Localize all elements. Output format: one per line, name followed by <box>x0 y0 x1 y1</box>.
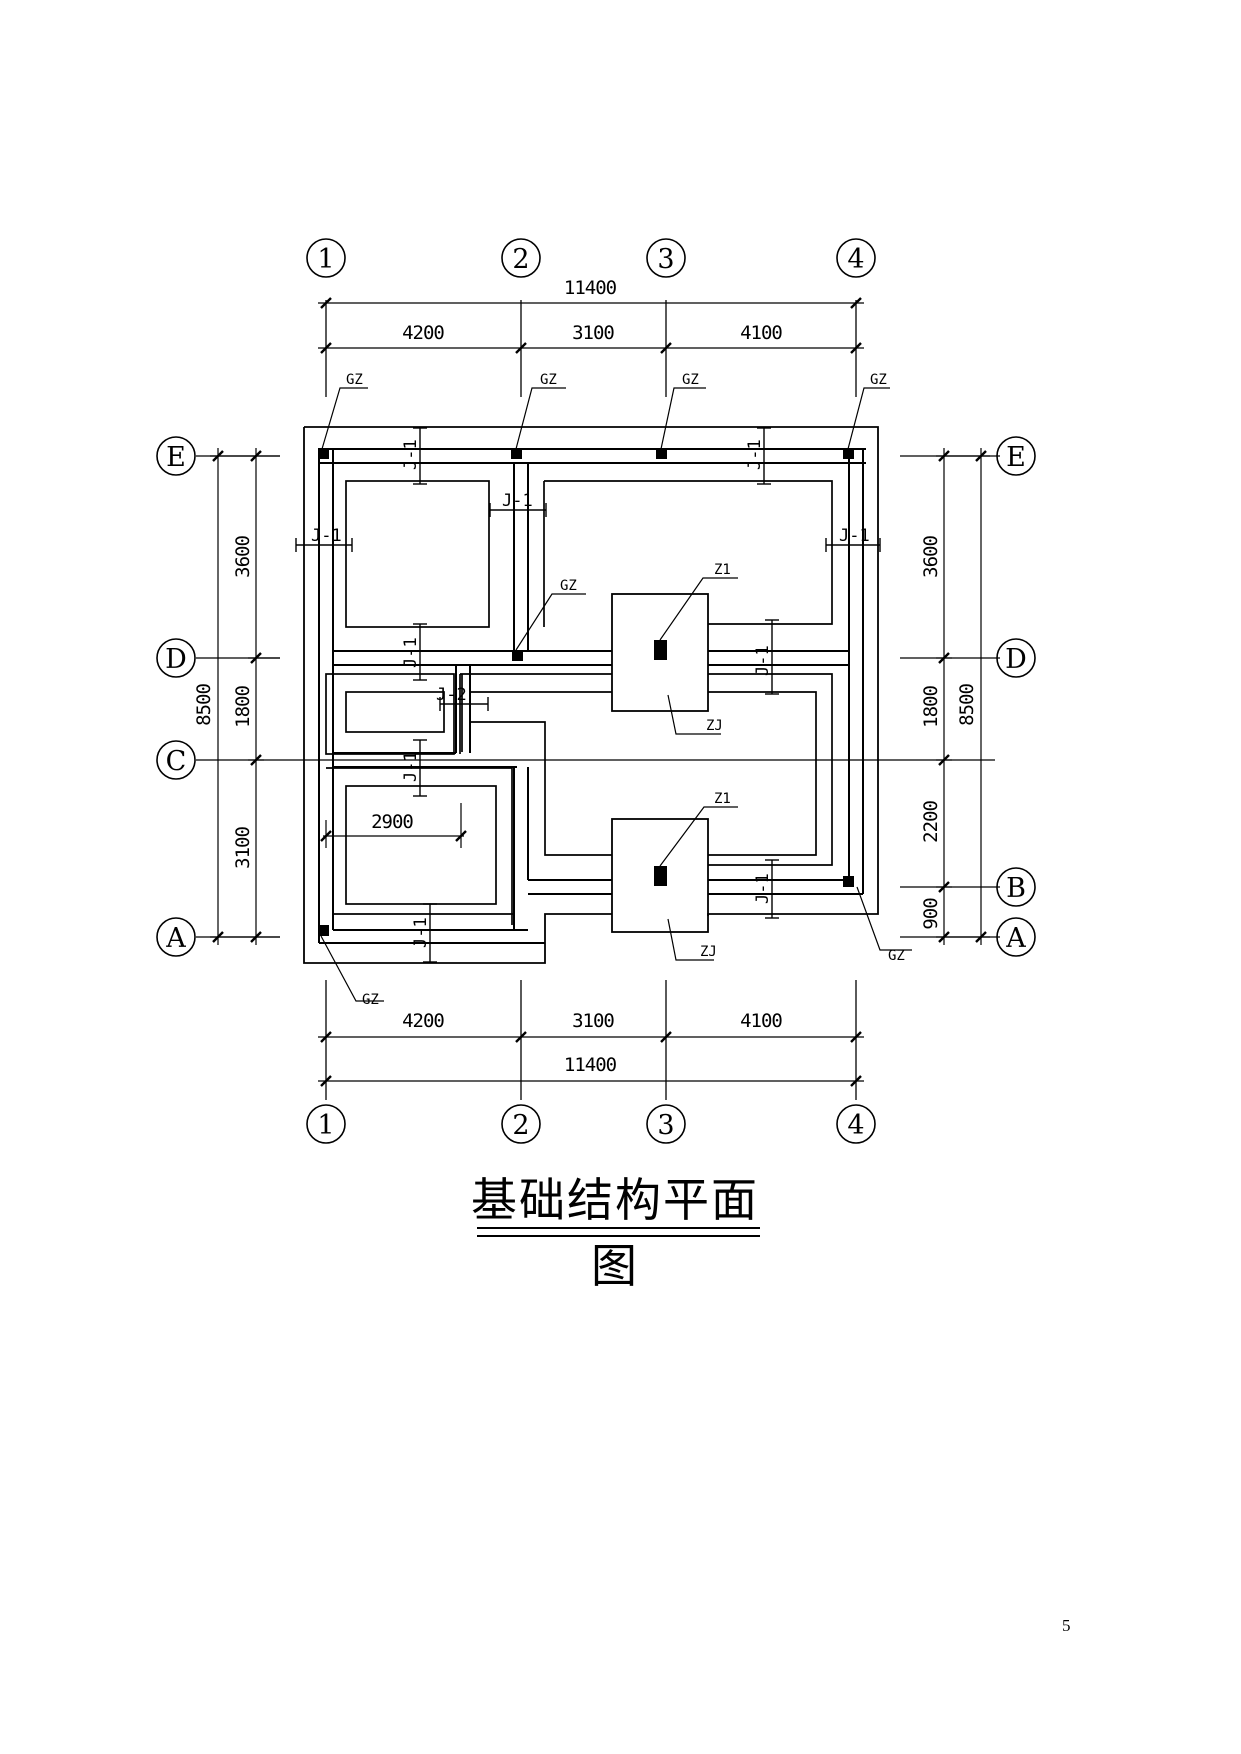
inner-footing-outlines <box>325 480 833 925</box>
dim-right-span-2: 1800 <box>920 686 942 728</box>
dim-top-total: 11400 <box>564 277 617 299</box>
section-j1-a: J-1 <box>411 917 431 948</box>
axis-2-bottom: 2 <box>512 1110 529 1141</box>
section-j1-top-left: J-1 <box>401 439 421 470</box>
axis-b-right: B <box>1006 873 1026 904</box>
section-j1-d-left: J-1 <box>401 637 421 668</box>
dim-left-span-3: 3100 <box>232 827 254 869</box>
footing-zj-upper <box>611 593 709 712</box>
dim-bottom-span-1: 4200 <box>402 1010 444 1032</box>
dim-top-span-3: 4100 <box>740 322 782 344</box>
axis-1-top: 1 <box>317 244 334 275</box>
tag-gz-2e: GZ <box>540 372 557 388</box>
axis-3-top: 3 <box>657 244 674 275</box>
column-gz-1e <box>318 448 329 459</box>
dim-right-span-3: 2200 <box>920 801 942 843</box>
axis-4-bottom: 4 <box>847 1110 864 1141</box>
dimension-lines <box>210 302 990 1082</box>
section-j1-top-right: J-1 <box>745 439 765 470</box>
tag-gz-3e: GZ <box>682 372 699 388</box>
foundation-outer-outline <box>303 426 879 964</box>
columns <box>318 448 854 936</box>
section-marks <box>295 427 881 963</box>
column-gz-3e <box>656 448 667 459</box>
dim-top-span-1: 4200 <box>402 322 444 344</box>
section-j1-b-right: J-1 <box>753 873 773 904</box>
column-gz-1a <box>318 925 329 936</box>
dim-left-span-1: 3600 <box>232 536 254 578</box>
axis-d-left: D <box>165 644 187 675</box>
tag-z1-lower: Z1 <box>714 791 731 807</box>
axis-d-right: D <box>1005 644 1027 675</box>
section-j1-wall-2: J-1 <box>502 491 533 511</box>
column-gz-4b <box>843 876 854 887</box>
dim-left-span-2: 1800 <box>232 686 254 728</box>
drawing-title: 基础结构平面图 <box>471 1173 759 1293</box>
dim-bottom-total: 11400 <box>564 1054 617 1076</box>
tag-zj-lower: ZJ <box>700 944 717 960</box>
axis-bubble-labels: 1 2 3 4 1 2 3 4 E D C A E D B A <box>165 244 1027 1141</box>
axis-e-left: E <box>166 442 186 473</box>
axis-3-bottom: 3 <box>657 1110 674 1141</box>
tag-gz-1a: GZ <box>362 992 379 1008</box>
dim-right-span-4: 900 <box>920 898 942 930</box>
axis-1-bottom: 1 <box>317 1110 334 1141</box>
axis-2-top: 2 <box>512 244 529 275</box>
dim-room-width: 2900 <box>371 811 413 833</box>
dimension-texts: 11400 4200 3100 4100 4200 3100 4100 1140… <box>193 277 978 1076</box>
tag-gz-1e: GZ <box>346 372 363 388</box>
axis-4-top: 4 <box>847 244 864 275</box>
axis-c-left: C <box>166 746 187 777</box>
column-gz-2e <box>511 448 522 459</box>
column-gz-4e <box>843 448 854 459</box>
leader-lines <box>320 387 912 1002</box>
section-j1-left: J-1 <box>311 526 342 546</box>
axis-a-right: A <box>1005 923 1026 954</box>
axis-bubbles <box>156 238 1036 1144</box>
footing-strips <box>318 448 866 944</box>
column-z1-upper <box>654 640 667 660</box>
tag-gz-2d: GZ <box>560 578 577 594</box>
dim-left-total: 8500 <box>193 684 215 726</box>
dim-bottom-span-3: 4100 <box>740 1010 782 1032</box>
tag-labels: GZ GZ GZ GZ GZ Z1 Z1 GZ GZ ZJ ZJ <box>346 372 905 1008</box>
axis-lines <box>196 300 1000 1100</box>
dim-bottom-span-2: 3100 <box>572 1010 614 1032</box>
footing-zj-lower <box>611 818 709 933</box>
page-number: 5 <box>1062 1616 1071 1635</box>
column-z1-lower <box>654 866 667 886</box>
axis-a-left: A <box>165 923 186 954</box>
column-gz-2d <box>512 650 523 661</box>
dim-right-span-1: 3600 <box>920 536 942 578</box>
column-footings <box>611 593 709 933</box>
tag-gz-4e: GZ <box>870 372 887 388</box>
dimension-ticks <box>212 297 987 1087</box>
section-j1-d-right: J-1 <box>753 645 773 676</box>
section-labels: J-1 J-1 J-1 J-1 J-1 J-1 J-1 J-2 J-1 J-1 … <box>311 439 870 948</box>
dim-top-span-2: 3100 <box>572 322 614 344</box>
tag-gz-4b: GZ <box>888 948 905 964</box>
tag-z1-upper: Z1 <box>714 562 731 578</box>
tag-zj-upper: ZJ <box>706 718 723 734</box>
section-j1-c-left: J-1 <box>401 751 421 782</box>
dim-right-total: 8500 <box>956 684 978 726</box>
title-underline <box>477 1227 760 1237</box>
axis-e-right: E <box>1006 442 1026 473</box>
section-j1-right: J-1 <box>839 526 870 546</box>
section-j2: J-2 <box>436 685 467 705</box>
